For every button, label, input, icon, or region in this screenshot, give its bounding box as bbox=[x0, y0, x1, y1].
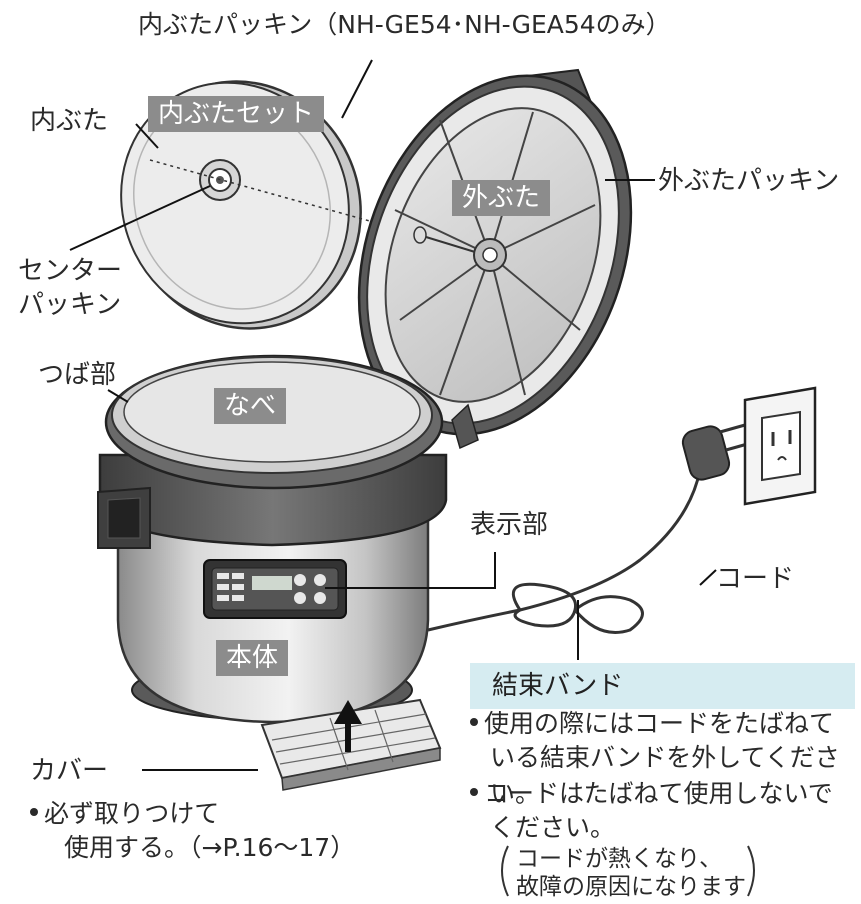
plug bbox=[681, 423, 752, 481]
inner-lid-label: 内ぶた bbox=[30, 106, 109, 136]
flange-label: つば部 bbox=[38, 360, 117, 390]
inner-lid-packing-label: 内ぶたパッキン（NH-GE54･NH-GEA54のみ） bbox=[138, 10, 671, 39]
cooker-body bbox=[97, 354, 448, 724]
bullet-icon bbox=[470, 718, 478, 726]
bullet-icon bbox=[30, 808, 38, 816]
cover-note: 必ず取りつけて bbox=[30, 796, 219, 832]
warning-line-1: コードが熱くなり、 bbox=[516, 846, 723, 872]
band-note-2: コードはたばねて使用しないで bbox=[470, 776, 833, 812]
pot-tag: なべ bbox=[214, 388, 287, 424]
body-tag: 本体 bbox=[216, 640, 289, 676]
band-note-1-cont: いる結束バンドを外してください。 bbox=[490, 743, 840, 808]
bullet-icon bbox=[470, 788, 478, 796]
binding-band-header: 結束バンド bbox=[470, 663, 855, 709]
inner-lid bbox=[120, 80, 362, 330]
outer-lid-packing-label: 外ぶたパッキン bbox=[658, 166, 840, 196]
cover-label: カバー bbox=[30, 756, 109, 786]
wall-outlet bbox=[743, 386, 817, 506]
up-arrow-icon bbox=[334, 700, 362, 752]
band-note-2-cont: ください。 bbox=[490, 813, 616, 842]
center-packing-label-line1: センター bbox=[18, 256, 123, 286]
cord-label: コード bbox=[716, 564, 795, 594]
display-label: 表示部 bbox=[470, 510, 549, 540]
center-packing-label-line2: パッキン bbox=[18, 290, 122, 320]
band-note-1: 使用の際にはコードをたばねて bbox=[470, 706, 834, 742]
outer-lid-tag: 外ぶた bbox=[452, 180, 551, 216]
inner-lid-set-tag: 内ぶたセット bbox=[148, 96, 325, 132]
cover-note-cont: 使用する。（→P.16〜17） bbox=[64, 833, 356, 862]
leader-lines bbox=[69, 59, 717, 771]
warning-line-2: 故障の原因になります bbox=[516, 874, 746, 900]
